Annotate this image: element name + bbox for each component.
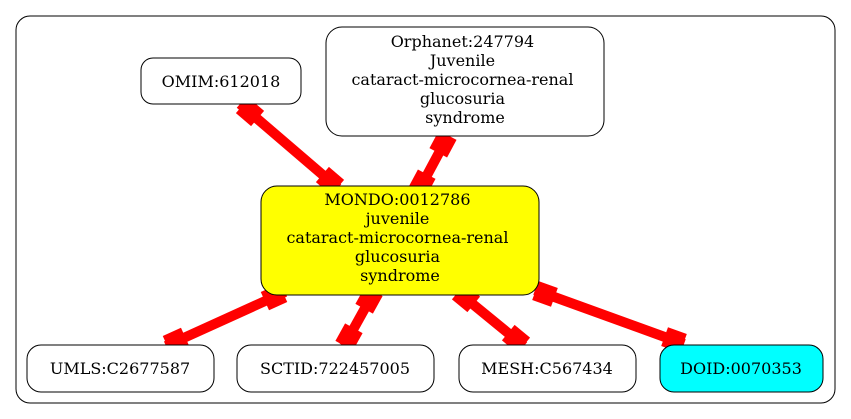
node-orphanet-line-4: glucosuria: [420, 89, 506, 108]
node-doid-box: [659, 344, 824, 393]
node-doid-line-1: DOID:0070353: [680, 359, 802, 378]
node-sctid[interactable]: SCTID:722457005: [236, 344, 435, 393]
node-center-label: MONDO:0012786 juvenile cataract-microcor…: [286, 190, 513, 285]
node-orphanet-box: [325, 26, 605, 137]
node-orphanet-line-1: Orphanet:247794: [391, 32, 535, 51]
node-omim-box: [140, 57, 302, 105]
node-umls-line-1: UMLS:C2677587: [50, 359, 190, 378]
node-mesh-label: MESH:C567434: [481, 359, 613, 378]
node-umls-label: UMLS:C2677587: [50, 359, 190, 378]
node-center-line-5: syndrome: [360, 266, 440, 285]
edge-omim-center: [235, 97, 345, 196]
node-sctid-line-1: SCTID:722457005: [260, 359, 410, 378]
node-mesh-line-1: MESH:C567434: [481, 359, 613, 378]
node-center-box: [260, 185, 540, 296]
node-center-line-2: juvenile: [364, 209, 430, 228]
node-omim-label: OMIM:612018: [162, 72, 281, 91]
node-orphanet-label: Orphanet:247794 Juvenile cataract-microc…: [351, 32, 578, 127]
node-orphanet-line-2: Juvenile: [428, 51, 495, 70]
node-center-line-1: MONDO:0012786: [324, 190, 470, 209]
node-umls-box: [26, 344, 215, 393]
node-orphanet-line-3: cataract-microcornea-renal: [351, 70, 573, 89]
node-center[interactable]: MONDO:0012786 juvenile cataract-microcor…: [260, 185, 540, 296]
node-center-line-4: glucosuria: [355, 247, 441, 266]
node-mesh-box: [458, 344, 637, 393]
node-center-line-3: cataract-microcornea-renal: [286, 228, 508, 247]
node-mesh[interactable]: MESH:C567434: [458, 344, 637, 393]
node-umls[interactable]: UMLS:C2677587: [26, 344, 215, 393]
node-sctid-label: SCTID:722457005: [260, 359, 410, 378]
node-omim-line-1: OMIM:612018: [162, 72, 281, 91]
node-orphanet[interactable]: Orphanet:247794 Juvenile cataract-microc…: [325, 26, 605, 137]
node-doid[interactable]: DOID:0070353: [659, 344, 824, 393]
node-omim[interactable]: OMIM:612018: [140, 57, 302, 105]
node-doid-label: DOID:0070353: [680, 359, 802, 378]
node-orphanet-line-5: syndrome: [425, 108, 505, 127]
node-sctid-box: [236, 344, 435, 393]
